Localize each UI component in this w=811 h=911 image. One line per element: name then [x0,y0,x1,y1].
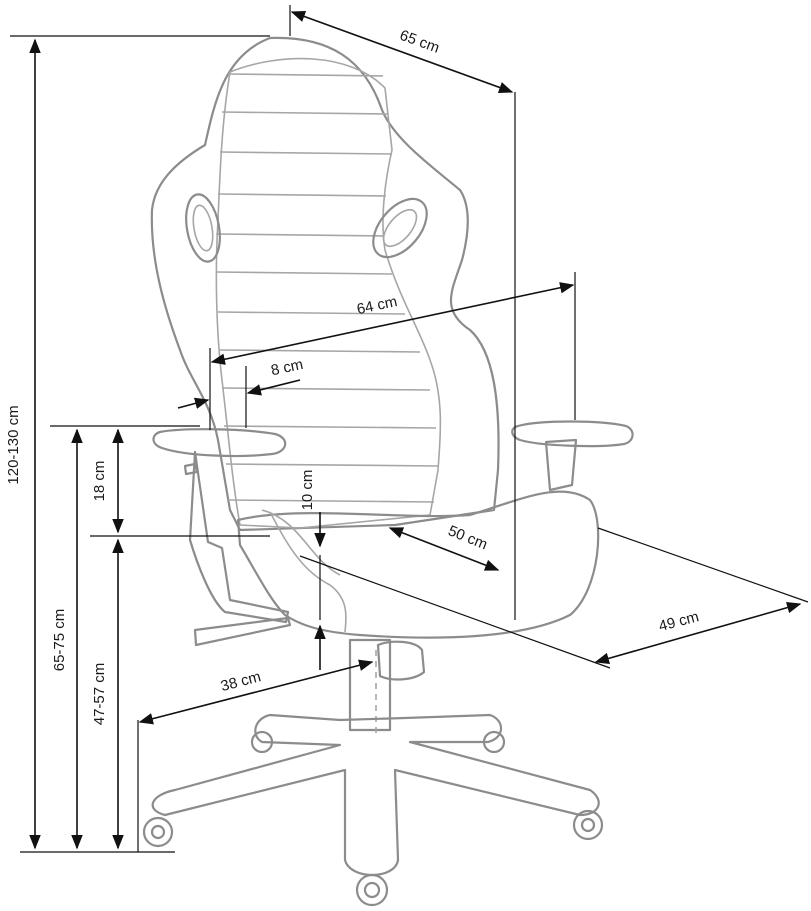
left-armrest-pad [152,428,287,458]
right-shoulder-cutout [372,197,428,259]
total-width-line [290,11,514,93]
dimension-labels: 120-130 cm 65-75 cm 47-57 cm 18 cm 10 cm… [5,27,701,725]
caster-wheel [572,809,604,841]
armrest-width-label: 8 cm [269,356,304,379]
height-adjust-knob [376,640,426,681]
gas-lift [348,638,392,732]
armrest-height-label: 65-75 cm [51,609,68,672]
chair-illustration [142,36,634,907]
right-armrest-support [544,438,578,492]
armrest-width-line [177,397,210,409]
seat-height-label: 47-57 cm [91,663,108,726]
right-armrest-pad [511,420,634,448]
backrest-width-line [210,282,575,365]
seat-width-line [388,527,500,571]
star-base [151,713,600,877]
caster-wheel [250,730,274,754]
seat-depth-label: 49 cm [657,608,701,635]
armrest-above-seat-label: 18 cm [91,461,108,502]
left-shoulder-cutout [185,193,221,263]
caster-wheel [482,730,506,754]
backrest-stitching [215,73,439,503]
right-shoulder-cutout-inner [382,208,418,248]
base-depth-line [138,659,374,725]
caster-wheel [355,873,389,907]
seat-depth-line [594,602,802,664]
seat-width-label: 50 cm [446,522,490,553]
caster-wheel [142,816,174,848]
left-armrest-support [188,450,290,624]
backrest-outline [150,36,500,532]
seat-thickness-label: 10 cm [299,470,316,511]
seat-cushion [236,490,600,639]
base-depth-label: 38 cm [219,668,263,695]
overall-height-label: 120-130 cm [5,405,22,484]
left-shoulder-cutout-inner [192,204,214,252]
caster-wheels [142,730,604,907]
dimension-lines [10,5,809,853]
seat-cushion-edge [269,511,347,633]
backrest-center-panel [215,57,442,529]
